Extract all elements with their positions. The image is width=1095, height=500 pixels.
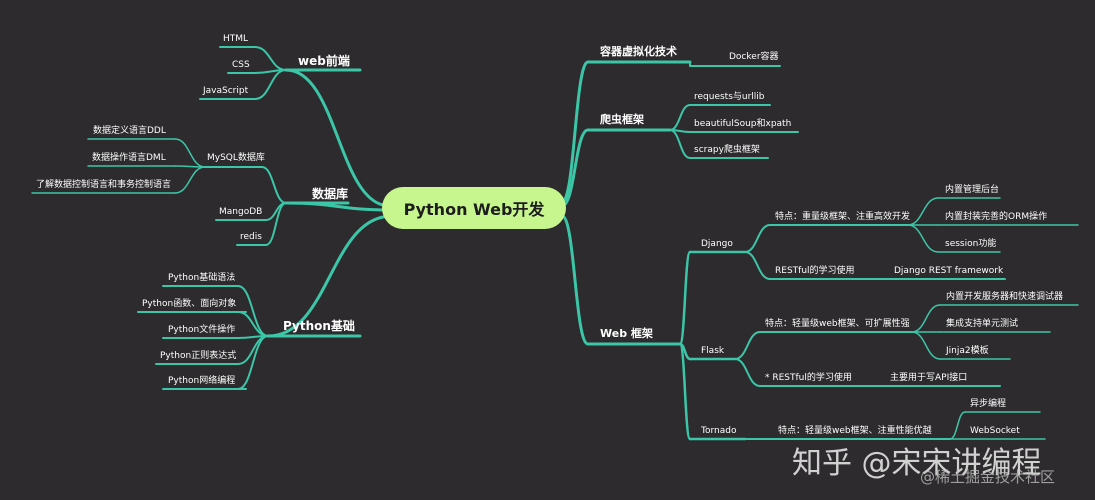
node-flask-feature[interactable]: 特点：轻量级web框架、可扩展性强 xyxy=(765,319,910,329)
leaf-python-file[interactable]: Python文件操作 xyxy=(168,325,236,335)
watermark-juejin: @稀土掘金技术社区 xyxy=(920,468,1056,486)
node-flask[interactable]: Flask xyxy=(701,346,725,356)
connector-line-22 xyxy=(265,202,287,246)
connector-line-6 xyxy=(254,46,287,71)
branch-database[interactable]: 数据库 xyxy=(312,187,349,201)
leaf-python-functions[interactable]: Python函数、面向对象 xyxy=(142,299,237,309)
connector-line-25 xyxy=(237,311,269,337)
leaf-python-regex[interactable]: Python正则表达式 xyxy=(160,351,237,361)
leaf-django-session[interactable]: session功能 xyxy=(945,239,997,249)
leaf-python-syntax[interactable]: Python基础语法 xyxy=(168,273,236,283)
leaf-dml[interactable]: 数据操作语言DML xyxy=(92,153,166,163)
leaf-mangodb[interactable]: MangoDB xyxy=(219,207,263,217)
connector-line-38 xyxy=(560,214,590,346)
node-django[interactable]: Django xyxy=(701,239,733,249)
connector-line-12 xyxy=(261,166,287,204)
node-django-feature[interactable]: 特点：重量级框架、注重高效开发 xyxy=(775,212,911,222)
leaf-flask-devserver[interactable]: 内置开发服务器和快速调试器 xyxy=(946,292,1064,302)
connector-line-58 xyxy=(907,197,939,226)
connector-line-48 xyxy=(678,250,692,346)
leaf-dcl[interactable]: 了解数据控制语言和事务控制语言 xyxy=(36,180,172,190)
branch-web-frontend[interactable]: web前端 xyxy=(298,54,350,68)
connector-line-64 xyxy=(734,331,761,360)
connector-line-34 xyxy=(560,60,590,204)
leaf-flask-api[interactable]: 主要用于写API接口 xyxy=(890,373,968,383)
leaf-html[interactable]: HTML xyxy=(223,34,249,44)
connector-line-75 xyxy=(949,411,966,440)
leaf-tornado-async[interactable]: 异步编程 xyxy=(970,399,1007,409)
connector-line-56 xyxy=(744,251,771,280)
connector-line-14 xyxy=(174,138,206,168)
leaf-flask-unittest[interactable]: 集成支持单元测试 xyxy=(946,319,1019,329)
leaf-python-network[interactable]: Python网络编程 xyxy=(168,376,236,386)
watermark-zhihu: 知乎 @宋宋讲编程 xyxy=(792,446,1042,481)
leaf-tornado-websocket[interactable]: WebSocket xyxy=(970,426,1020,436)
leaf-beautifulsoup[interactable]: beautifulSoup和xpath xyxy=(694,119,792,129)
connector-line-52 xyxy=(678,342,692,441)
leaf-flask-jinja2[interactable]: Jinja2模板 xyxy=(946,346,989,356)
connector-line-42 xyxy=(669,104,691,131)
branch-python-basics[interactable]: Python基础 xyxy=(283,319,355,333)
connector-line-68 xyxy=(911,304,941,333)
leaf-redis[interactable]: redis xyxy=(240,232,262,242)
node-flask-rest[interactable]: * RESTful的学习使用 xyxy=(765,373,852,383)
leaf-ddl[interactable]: 数据定义语言DDL xyxy=(93,126,166,136)
central-topic[interactable]: Python Web开发 xyxy=(382,187,566,229)
branch-container[interactable]: 容器虚拟化技术 xyxy=(600,45,677,58)
connector-line-44 xyxy=(669,129,691,159)
leaf-docker[interactable]: Docker容器 xyxy=(729,52,779,62)
connector-line-16 xyxy=(174,166,206,194)
leaf-scrapy[interactable]: scrapy爬虫框架 xyxy=(694,145,760,155)
connector-line-8 xyxy=(254,69,287,100)
leaf-django-admin[interactable]: 内置管理后台 xyxy=(945,185,1000,195)
leaf-requests[interactable]: requests与urllib xyxy=(694,92,765,102)
connector-line-28 xyxy=(237,335,269,390)
leaf-django-rest-framework[interactable]: Django REST framework xyxy=(894,266,1004,276)
leaf-css[interactable]: CSS xyxy=(232,60,250,70)
connector-line-54 xyxy=(744,224,771,253)
connector-line-0 xyxy=(284,68,392,208)
node-tornado-feature[interactable]: 特点：轻量级web框架、注重性能优越 xyxy=(778,426,932,436)
leaf-django-orm[interactable]: 内置封装完善的ORM操作 xyxy=(945,212,1048,222)
connector-line-70 xyxy=(911,331,941,360)
node-tornado[interactable]: Tornado xyxy=(701,426,737,436)
branch-web-framework[interactable]: Web 框架 xyxy=(600,327,653,340)
node-django-rest[interactable]: RESTful的学习使用 xyxy=(775,266,855,276)
connector-line-4 xyxy=(266,214,394,338)
branch-crawler[interactable]: 爬虫框架 xyxy=(600,113,644,126)
connector-line-66 xyxy=(734,358,761,387)
leaf-javascript[interactable]: JavaScript xyxy=(203,86,249,96)
connector-line-60 xyxy=(907,224,939,253)
node-mysql[interactable]: MySQL数据库 xyxy=(207,153,265,163)
